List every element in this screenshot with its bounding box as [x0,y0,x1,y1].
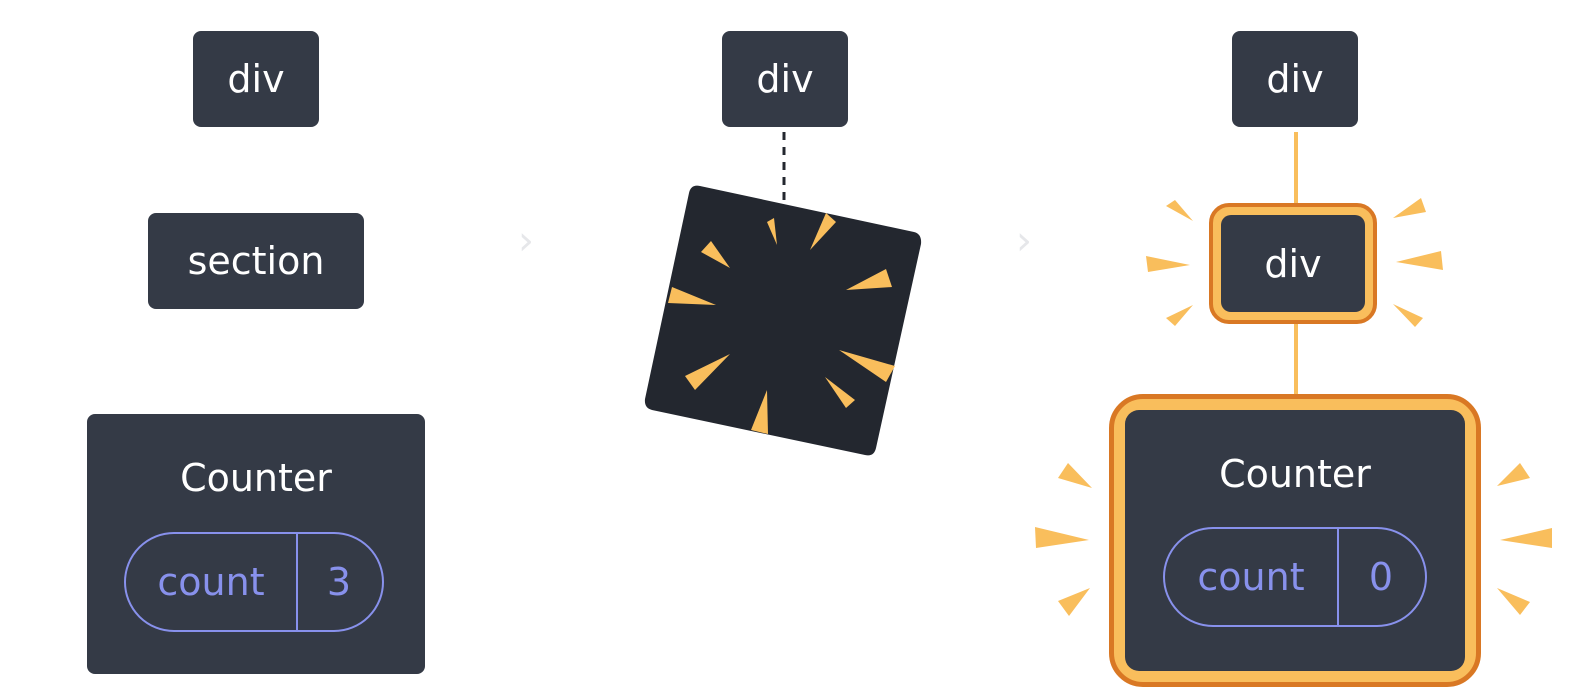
before-counter-title: Counter [180,456,332,500]
before-count-state-value: 3 [326,560,352,604]
after-count-state-pill: count 0 [1163,527,1427,627]
after-count-state-value: 0 [1368,555,1394,599]
before-counter-node: Counter count 3 [87,414,425,674]
transition-arrow-icon: › [1016,218,1032,264]
before-section-label: section [187,239,325,283]
after-new-div-highlight: div [1209,203,1377,324]
after-new-div-node: div [1221,215,1365,312]
after-root-label: div [1266,57,1324,101]
before-count-state-pill: count 3 [124,532,384,632]
before-section-node: section [148,213,364,309]
burst-icon [644,185,922,456]
middle-root-node: div [722,31,848,127]
after-root-node: div [1232,31,1358,127]
after-count-state-key: count [1165,529,1339,625]
after-new-div-label: div [1264,241,1322,286]
after-new-counter-highlight: Counter count 0 [1109,394,1481,687]
after-counter-node: Counter count 0 [1125,410,1465,671]
middle-root-label: div [756,57,814,101]
before-root-node: div [193,31,319,127]
before-count-state-key: count [126,534,298,630]
transition-arrow-icon: › [518,218,534,264]
after-counter-title: Counter [1219,452,1371,496]
before-root-label: div [227,57,285,101]
sparkle-icon [1035,198,1552,616]
